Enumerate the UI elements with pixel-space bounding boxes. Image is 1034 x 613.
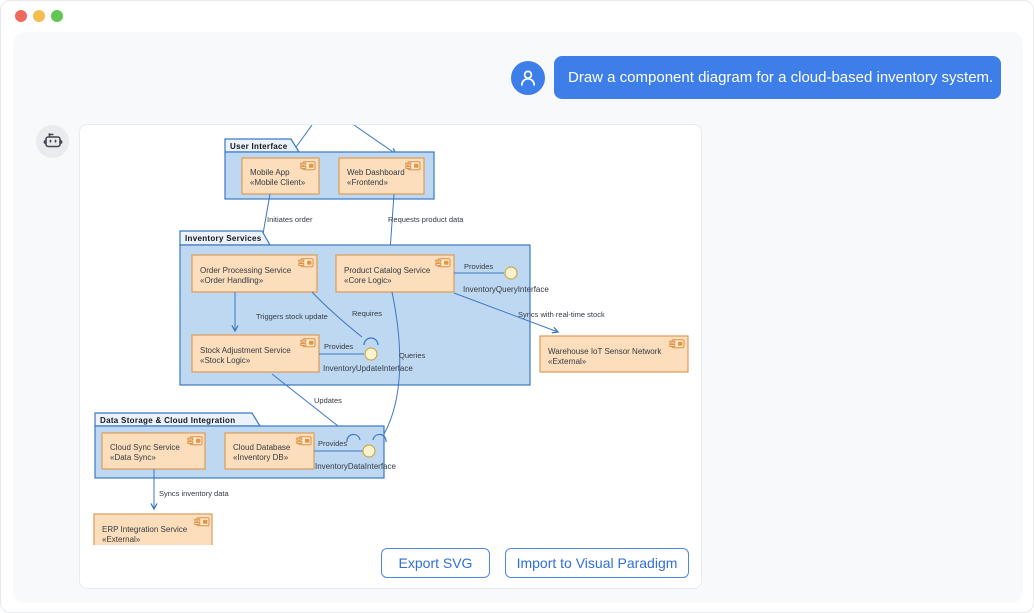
component-icon xyxy=(435,258,451,268)
edge-syncs-realtime xyxy=(453,292,560,334)
component-stereotype: «Order Handling» xyxy=(200,276,264,285)
component-icon xyxy=(187,436,203,446)
component-stereotype: «External» xyxy=(548,357,587,366)
package-title: Inventory Services xyxy=(185,234,262,243)
edge-label: Queries xyxy=(399,351,426,360)
diagram-card: User Interface Mobile App «Mobile Client… xyxy=(79,124,702,589)
component-stereotype: «Frontend» xyxy=(347,178,388,187)
export-svg-button[interactable]: Export SVG xyxy=(381,548,490,578)
component-icon xyxy=(405,161,421,171)
edge-label: Provides xyxy=(464,262,493,271)
component-icon xyxy=(669,339,685,349)
component-name: Stock Adjustment Service xyxy=(200,346,291,355)
close-button[interactable] xyxy=(15,10,27,22)
component-name: Cloud Database xyxy=(233,443,291,452)
component-icon xyxy=(300,338,316,348)
edge-label: Provides xyxy=(318,439,347,448)
import-visual-paradigm-button[interactable]: Import to Visual Paradigm xyxy=(505,548,689,578)
socket-data-interface-left xyxy=(346,433,361,443)
edge-label: Updates xyxy=(314,396,342,405)
socket-update-interface xyxy=(363,337,379,346)
component-stereotype: «Inventory DB» xyxy=(233,453,289,462)
component-name: Warehouse IoT Sensor Network xyxy=(548,347,662,356)
edge-queries xyxy=(380,291,401,440)
component-icon xyxy=(300,161,316,171)
titlebar xyxy=(1,1,1033,32)
interface-label-query: InventoryQueryInterface xyxy=(463,285,549,294)
package-title: User Interface xyxy=(230,142,288,151)
user-avatar xyxy=(511,61,545,95)
edge-top-to-web-dashboard xyxy=(353,125,398,155)
component-erp xyxy=(93,513,213,545)
component-stereotype: «Stock Logic» xyxy=(200,356,251,365)
interface-label-update: InventoryUpdateInterface xyxy=(323,364,413,373)
interface-ball-query xyxy=(504,266,518,280)
component-name: Order Processing Service xyxy=(200,266,292,275)
component-name: ERP Integration Service xyxy=(102,525,188,534)
component-stereotype: «Mobile Client» xyxy=(250,178,306,187)
component-name: Mobile App xyxy=(250,168,290,177)
component-icon xyxy=(296,436,312,446)
edge-label: Syncs with real-time stock xyxy=(518,310,605,319)
component-name: Product Catalog Service xyxy=(344,266,431,275)
edge-label: Triggers stock update xyxy=(256,312,328,321)
interface-label-data: InventoryDataInterface xyxy=(315,462,396,471)
component-warehouse-iot xyxy=(539,335,689,373)
package-title: Data Storage & Cloud Integration xyxy=(100,416,235,425)
component-name: Cloud Sync Service xyxy=(110,443,180,452)
edge-requests-product-data xyxy=(386,193,395,253)
component-diagram: User Interface Mobile App «Mobile Client… xyxy=(93,125,689,545)
component-stereotype: «External» xyxy=(102,535,141,544)
zoom-button[interactable] xyxy=(51,10,63,22)
socket-data-interface-right xyxy=(372,433,387,443)
interface-ball-data xyxy=(362,444,376,458)
assistant-avatar xyxy=(36,125,69,158)
component-name: Web Dashboard xyxy=(347,168,405,177)
component-order-processing xyxy=(191,254,318,293)
edge-label: Requires xyxy=(352,309,382,318)
edge-label: Provides xyxy=(324,342,353,351)
component-icon xyxy=(194,517,210,527)
edge-label: Requests product data xyxy=(388,215,464,224)
interface-ball-update xyxy=(364,347,378,361)
person-icon xyxy=(520,70,536,86)
component-stereotype: «Data Sync» xyxy=(110,453,156,462)
minimize-button[interactable] xyxy=(33,10,45,22)
edge-requires xyxy=(311,291,363,338)
component-icon xyxy=(298,258,314,268)
component-stereotype: «Core Logic» xyxy=(344,276,392,285)
user-message-bubble: Draw a component diagram for a cloud-bas… xyxy=(554,56,1001,99)
robot-icon xyxy=(43,132,62,147)
edge-label: Syncs inventory data xyxy=(159,489,229,498)
edge-label: Initiates order xyxy=(267,215,313,224)
